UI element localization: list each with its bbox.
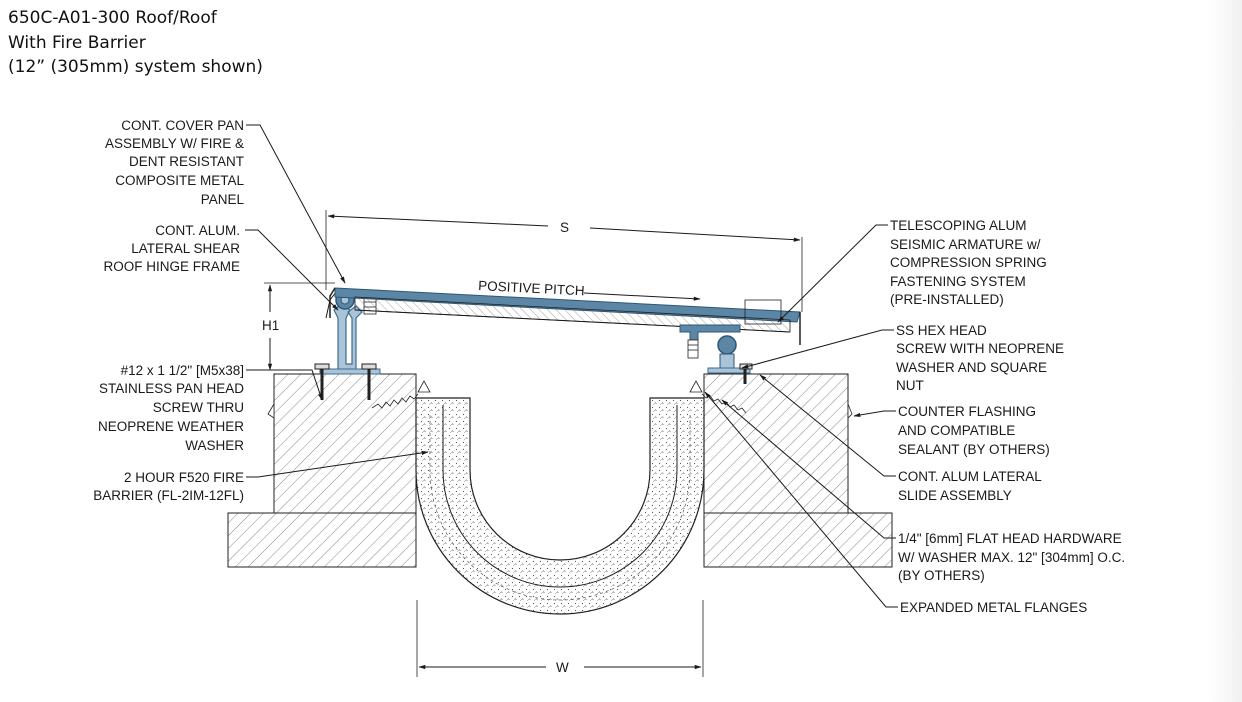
title-line-2: With Fire Barrier: [8, 32, 146, 53]
fire-barrier: [415, 397, 705, 615]
dimension-h1-label: H1: [262, 318, 279, 333]
callout-fire-barrier-line-1: 2 HOUR F520 FIRE: [124, 470, 244, 485]
callout-hinge-frame-line-2: LATERAL SHEAR: [131, 241, 240, 256]
callout-screw-line-1: #12 x 1 1/2" [M5x38]: [121, 363, 244, 378]
callout-fire-barrier-line-2: BARRIER (FL-2IM-12FL): [93, 488, 244, 503]
callout-hex-screw-line-2: SCREW WITH NEOPRENE: [896, 341, 1064, 356]
dimension-w: W: [416, 600, 704, 677]
callout-screw-line-5: WASHER: [185, 438, 244, 453]
title-line-3: (12” (305mm) system shown): [8, 57, 263, 77]
callout-hardware-line-2: W/ WASHER MAX. 12" [304mm] O.C.: [898, 550, 1125, 565]
callout-hex-screw: SS HEX HEAD SCREW WITH NEOPRENE WASHER A…: [741, 323, 1064, 393]
positive-pitch-note: POSITIVE PITCH: [478, 278, 701, 301]
callout-armature: TELESCOPING ALUM SEISMIC ARMATURE w/ COM…: [777, 218, 1047, 323]
callout-flashing-line-1: COUNTER FLASHING: [898, 404, 1036, 419]
callout-slide-line-2: SLIDE ASSEMBLY: [898, 488, 1012, 503]
callout-armature-line-2: SEISMIC ARMATURE w/: [890, 237, 1041, 252]
callout-screw-line-3: SCREW THRU: [153, 400, 244, 415]
callout-flanges-line-1: EXPANDED METAL FLANGES: [900, 600, 1087, 615]
callout-hinge-frame: CONT. ALUM. LATERAL SHEAR ROOF HINGE FRA…: [103, 223, 339, 311]
lateral-slide-assembly: [679, 299, 782, 384]
callout-cover-pan-line-4: COMPOSITE METAL: [115, 173, 244, 188]
counter-flashing-marks: [267, 380, 853, 419]
callout-hex-screw-line-3: WASHER AND SQUARE: [896, 360, 1047, 375]
callout-cover-pan-line-1: CONT. COVER PAN: [121, 118, 244, 133]
callout-hinge-frame-line-3: ROOF HINGE FRAME: [103, 259, 240, 274]
title-block: 650C-A01-300 Roof/Roof With Fire Barrier…: [8, 6, 263, 80]
callout-fire-barrier: 2 HOUR F520 FIRE BARRIER (FL-2IM-12FL): [93, 450, 429, 503]
callout-slide-line-1: CONT. ALUM LATERAL: [898, 469, 1042, 484]
title-line-1: 650C-A01-300 Roof/Roof: [8, 8, 217, 28]
page-edge-shade: [1206, 0, 1242, 702]
callout-hinge-frame-line-1: CONT. ALUM.: [155, 223, 240, 238]
callout-cover-pan-line-2: ASSEMBLY W/ FIRE &: [105, 136, 244, 151]
callout-hex-screw-line-1: SS HEX HEAD: [896, 323, 987, 338]
callout-hardware-line-1: 1/4" [6mm] FLAT HEAD HARDWARE: [898, 531, 1122, 546]
dimension-w-label: W: [556, 660, 569, 675]
callout-screw-line-4: NEOPRENE WEATHER: [98, 419, 244, 434]
callout-slide: CONT. ALUM LATERAL SLIDE ASSEMBLY: [759, 374, 1042, 503]
callout-flanges: EXPANDED METAL FLANGES: [704, 391, 1087, 615]
callout-flashing-line-3: SEALANT (BY OTHERS): [898, 442, 1050, 457]
callout-cover-pan-line-3: DENT RESISTANT: [129, 154, 244, 169]
callout-cover-pan: CONT. COVER PAN ASSEMBLY W/ FIRE & DENT …: [105, 118, 346, 284]
callout-armature-line-5: (PRE-INSTALLED): [890, 292, 1004, 307]
callout-screw-line-2: STAINLESS PAN HEAD: [99, 381, 244, 396]
cover-pan: [329, 287, 801, 345]
left-substrate: [227, 373, 417, 568]
positive-pitch-label: POSITIVE PITCH: [478, 278, 585, 298]
dimension-h1: H1: [262, 282, 335, 371]
callout-hardware: 1/4" [6mm] FLAT HEAD HARDWARE W/ WASHER …: [721, 399, 1125, 583]
hinge-frame: [319, 290, 381, 375]
callout-armature-line-1: TELESCOPING ALUM: [890, 218, 1027, 233]
callout-flashing-line-2: AND COMPATIBLE: [898, 423, 1015, 438]
callout-flashing: COUNTER FLASHING AND COMPATIBLE SEALANT …: [853, 404, 1050, 457]
callout-cover-pan-line-5: PANEL: [201, 192, 245, 207]
callout-armature-line-3: COMPRESSION SPRING: [890, 255, 1047, 270]
callout-hex-screw-line-4: NUT: [896, 378, 924, 393]
callout-screw: #12 x 1 1/2" [M5x38] STAINLESS PAN HEAD …: [98, 363, 323, 453]
dimension-s-label: S: [560, 220, 569, 235]
dimension-s: S: [325, 210, 803, 312]
callout-armature-line-4: FASTENING SYSTEM: [890, 274, 1026, 289]
right-substrate: [703, 373, 893, 568]
callout-hardware-line-3: (BY OTHERS): [898, 568, 985, 583]
